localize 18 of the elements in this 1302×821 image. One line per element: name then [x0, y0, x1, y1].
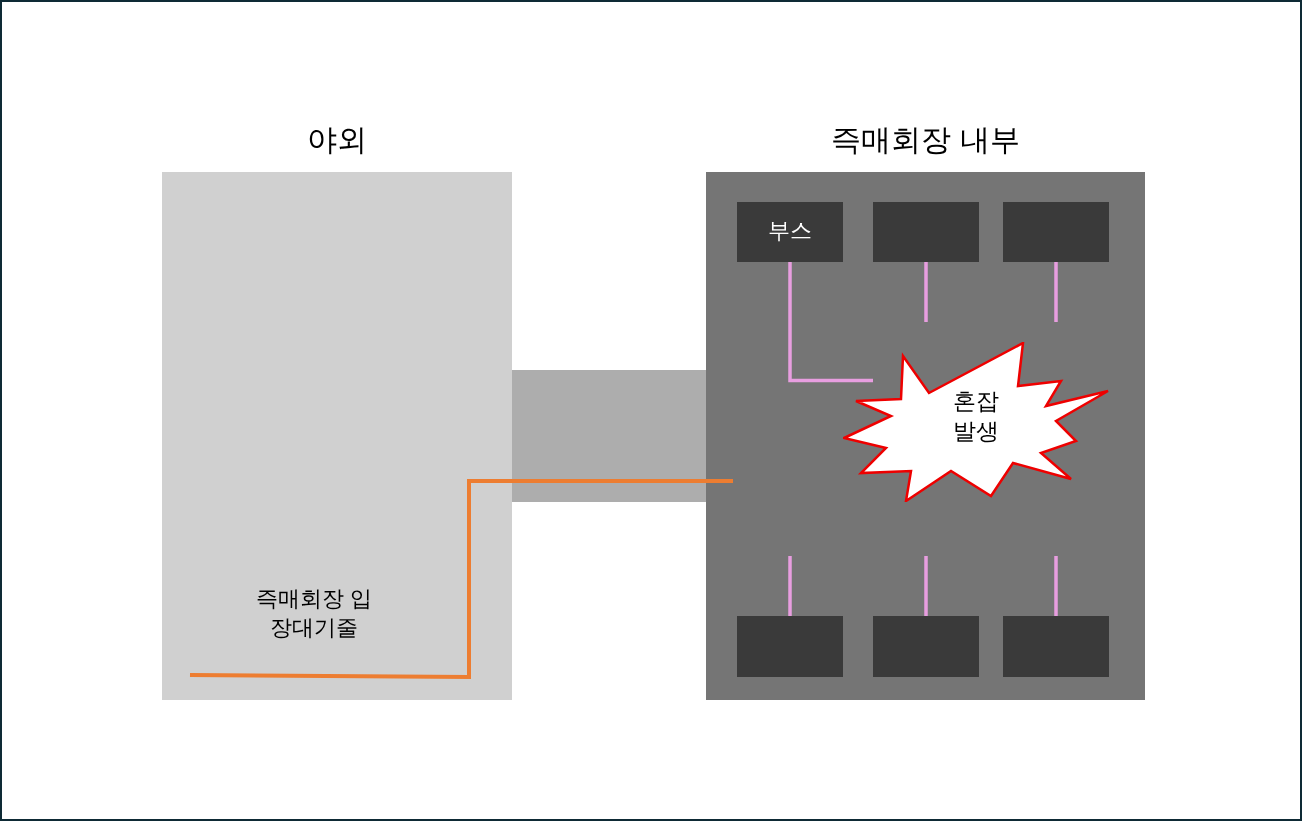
area-heading: 즉매회장 내부 [829, 121, 1022, 159]
booth-queue-line [788, 556, 792, 616]
booth-queue-line [788, 262, 873, 383]
booth [737, 616, 843, 677]
booth-queue-line [1054, 556, 1058, 616]
booth [737, 202, 843, 262]
queue-label: 즉매회장 입장대기줄 [254, 585, 374, 642]
booth [1003, 616, 1109, 677]
booth [873, 202, 979, 262]
booth-label: 부스 [767, 217, 813, 245]
booth-queue-line [924, 262, 928, 322]
booth-queue-line [1054, 262, 1058, 322]
booth [873, 616, 979, 677]
booth [1003, 202, 1109, 262]
area-heading: 야외 [306, 121, 368, 159]
booth-queue-line [924, 556, 928, 616]
corridor-area [512, 370, 706, 502]
burst-text: 혼잡 발생 [952, 387, 1000, 446]
